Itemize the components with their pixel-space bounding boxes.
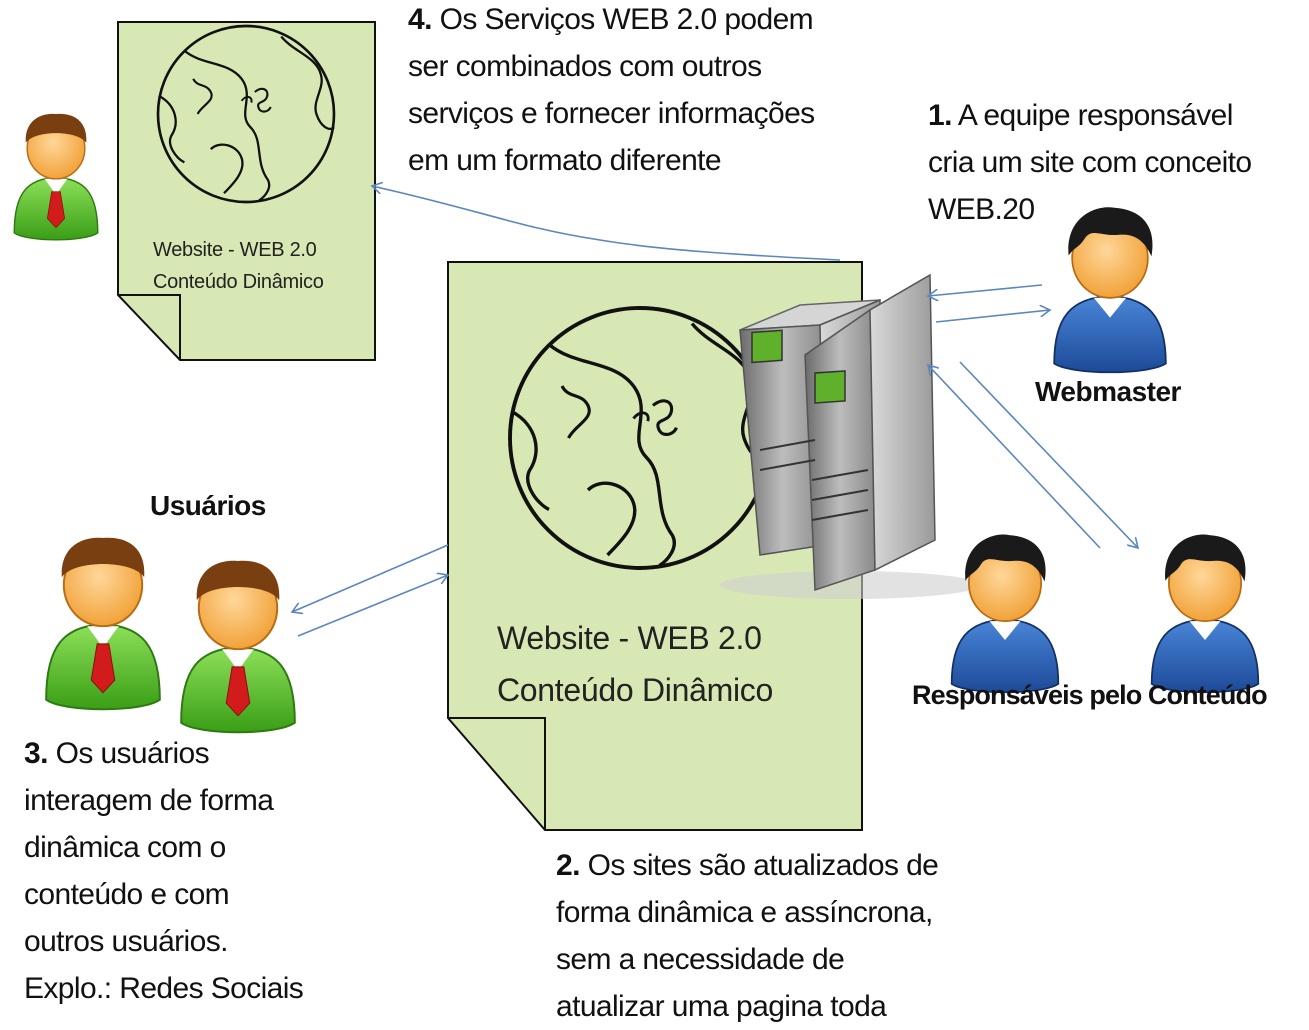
arrow-server-to-small-doc xyxy=(372,186,841,261)
step2-text: 2. Os sites são atualizados de forma din… xyxy=(556,842,939,1030)
server-icon xyxy=(720,273,980,599)
step2-line3: sem a necessidade de xyxy=(556,943,845,976)
arrow-server-to-webmaster xyxy=(935,310,1050,323)
arrow-content-to-server xyxy=(928,365,1101,549)
step4-text: 4. Os Serviços WEB 2.0 podem ser combina… xyxy=(408,0,815,184)
step3-number: 3. xyxy=(24,737,48,770)
step4-number: 4. xyxy=(408,3,432,36)
step2-number: 2. xyxy=(556,849,580,882)
large-doc-caption-line1: Website - WEB 2.0 xyxy=(497,620,762,656)
content-owner-avatar-2 xyxy=(1150,533,1260,694)
step1-line3: WEB.20 xyxy=(928,193,1035,226)
external-user-avatar xyxy=(13,113,99,241)
step3-line6: Explo.: Redes Sociais xyxy=(24,972,304,1005)
webmaster-label: Webmaster xyxy=(1035,376,1181,407)
step2-line2: forma dinâmica e assíncrona, xyxy=(556,896,933,929)
arrow-webmaster-to-server xyxy=(928,284,1043,296)
arrow-server-to-content xyxy=(959,361,1138,548)
step3-line1: Os usuários xyxy=(55,737,210,770)
small-doc-caption: Website - WEB 2.0 Conteúdo Dinâmico xyxy=(153,234,324,298)
connection-arrows xyxy=(292,186,1138,637)
step4-line1: Os Serviços WEB 2.0 podem xyxy=(439,3,814,36)
step2-line1: Os sites são atualizados de xyxy=(587,849,939,882)
large-doc-caption-line2: Conteúdo Dinâmico xyxy=(497,672,773,708)
small-doc-caption-line1: Website - WEB 2.0 xyxy=(153,239,317,261)
step1-line2: cria um site com conceito xyxy=(928,146,1252,179)
step1-text: 1. A equipe responsável cria um site com… xyxy=(928,92,1252,233)
small-doc-caption-line2: Conteúdo Dinâmico xyxy=(153,271,324,293)
small-website-document xyxy=(117,21,376,361)
users-label: Usuários xyxy=(150,490,266,521)
step3-text: 3. Os usuários interagem de forma dinâmi… xyxy=(24,730,304,1012)
content-owners-label: Responsáveis pelo Conteúdo xyxy=(912,680,1268,710)
step2-line4: atualizar uma pagina toda xyxy=(556,990,887,1023)
content-owner-avatar-1 xyxy=(950,533,1060,694)
step1-line1: A equipe responsável xyxy=(957,99,1233,132)
large-doc-caption: Website - WEB 2.0 Conteúdo Dinâmico xyxy=(497,612,773,716)
step4-line3: serviços e fornecer informações xyxy=(408,97,815,130)
arrow-doc-to-users xyxy=(292,544,449,612)
step3-line3: dinâmica com o xyxy=(24,831,226,864)
user-avatar-2 xyxy=(180,559,296,734)
step3-line5: outros usuários. xyxy=(24,925,228,958)
step3-line2: interagem de forma xyxy=(24,784,274,817)
step1-number: 1. xyxy=(928,99,952,132)
arrow-users-to-doc xyxy=(297,575,448,637)
step4-line2: ser combinados com outros xyxy=(408,50,762,83)
user-avatar-1 xyxy=(45,536,161,711)
step4-line4: em um formato diferente xyxy=(408,144,722,177)
step3-line4: conteúdo e com xyxy=(24,878,230,911)
